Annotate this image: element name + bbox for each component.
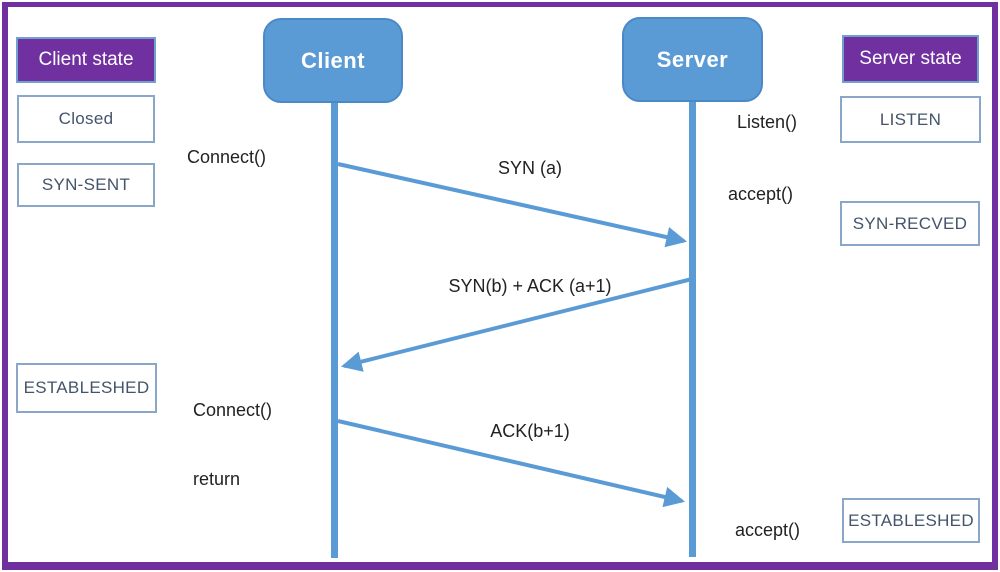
state-box-syn-sent: SYN-SENT <box>17 163 155 207</box>
accept-return-label: accept() return <box>735 473 800 572</box>
message-label-syn: SYN (a) <box>497 158 562 178</box>
connect-return-label: Connect() return <box>193 353 272 537</box>
message-arrow-ack <box>337 419 686 508</box>
connect-call-label: Connect() <box>187 147 267 167</box>
server-entity-box: Server <box>622 17 763 102</box>
accept-call-label: accept() <box>728 184 794 204</box>
connect-return-line2: return <box>193 469 241 489</box>
state-box-established-client: ESTABLESHED <box>16 363 157 413</box>
listen-call-label: Listen() <box>737 112 798 132</box>
client-entity-box: Client <box>263 18 403 103</box>
accept-return-line1: accept() <box>735 520 801 540</box>
server-state-header: Server state <box>842 35 979 83</box>
message-label-synack: SYN(b) + ACK (a+1) <box>448 276 612 296</box>
message-label-ack: ACK(b+1) <box>490 421 570 441</box>
message-arrow-syn <box>337 162 688 248</box>
state-box-closed: Closed <box>17 95 155 143</box>
state-box-syn-recved: SYN-RECVED <box>840 201 980 246</box>
state-box-established-server: ESTABLESHED <box>842 498 980 543</box>
state-box-listen: LISTEN <box>840 96 981 143</box>
message-arrow-synack <box>340 277 693 372</box>
client-state-header: Client state <box>16 37 156 83</box>
connect-return-line1: Connect() <box>193 400 273 420</box>
